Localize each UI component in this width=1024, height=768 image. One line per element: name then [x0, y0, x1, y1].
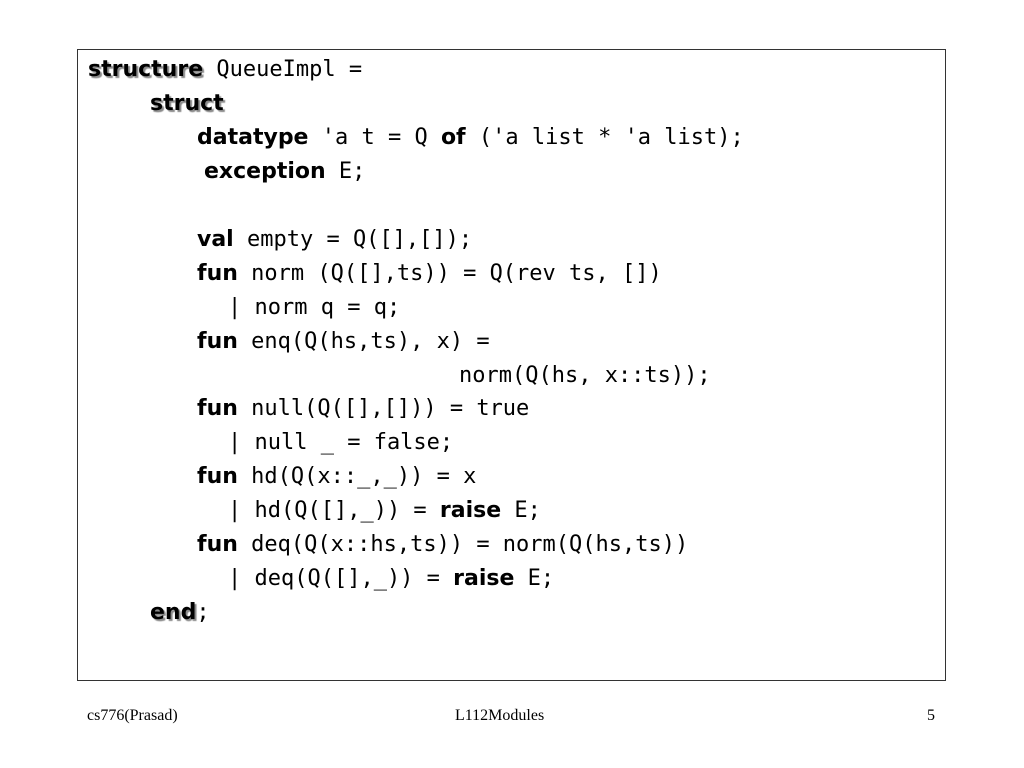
- keyword-raise: raise: [439, 498, 502, 523]
- code-text: QueueImpl =: [203, 57, 363, 82]
- keyword-of: of: [440, 125, 466, 150]
- keyword-fun: fun: [197, 261, 238, 286]
- code-line-6: fun norm (Q([],ts)) = Q(rev ts, []): [197, 257, 662, 291]
- code-line-10: fun null(Q([],[])) = true: [197, 392, 529, 426]
- code-line-11: | null _ = false;: [228, 426, 453, 460]
- code-text: | hd(Q([],_)) =: [228, 498, 440, 523]
- code-text: 'a t = Q: [308, 125, 441, 150]
- code-text: hd(Q(x::_,_)) = x: [237, 464, 477, 489]
- keyword-fun: fun: [197, 464, 238, 489]
- keyword-exception: exception: [204, 159, 326, 184]
- code-line-12: fun hd(Q(x::_,_)) = x: [197, 460, 476, 494]
- code-line-5: val empty = Q([],[]);: [197, 223, 472, 257]
- code-text: norm (Q([],ts)) = Q(rev ts, []): [237, 261, 662, 286]
- code-text: | null _ = false;: [228, 430, 454, 455]
- code-text: E;: [325, 159, 366, 184]
- keyword-fun: fun: [197, 396, 238, 421]
- keyword-fun: fun: [197, 532, 238, 557]
- keyword-struct: struct: [150, 91, 224, 116]
- code-text: norm(Q(hs, x::ts));: [459, 363, 711, 388]
- code-text: E;: [514, 566, 555, 591]
- code-text: ('a list * 'a list);: [465, 125, 744, 150]
- keyword-structure: structure: [88, 57, 204, 82]
- code-box: [77, 49, 946, 681]
- code-line-14: fun deq(Q(x::hs,ts)) = norm(Q(hs,ts)): [197, 528, 688, 562]
- page-number: 5: [927, 707, 935, 724]
- keyword-raise: raise: [453, 566, 515, 591]
- keyword-val: val: [197, 227, 234, 252]
- footer-center: L112Modules: [455, 707, 545, 724]
- code-line-9: norm(Q(hs, x::ts));: [459, 359, 711, 393]
- code-text: deq(Q(x::hs,ts)) = norm(Q(hs,ts)): [237, 532, 689, 557]
- code-line-3: datatype 'a t = Q of ('a list * 'a list)…: [197, 121, 744, 155]
- footer-left: cs776(Prasad): [87, 707, 178, 724]
- code-line-8: fun enq(Q(hs,ts), x) =: [197, 325, 490, 359]
- code-line-4: exception E;: [204, 155, 365, 189]
- code-line-16: end;: [150, 596, 210, 630]
- code-text: | deq(Q([],_)) =: [228, 566, 454, 591]
- code-text: null(Q([],[])) = true: [237, 396, 530, 421]
- code-line-1: structure QueueImpl =: [88, 53, 362, 87]
- code-line-15: | deq(Q([],_)) = raise E;: [228, 562, 554, 596]
- code-text: | norm q = q;: [228, 295, 401, 320]
- keyword-fun: fun: [197, 329, 238, 354]
- code-line-13: | hd(Q([],_)) = raise E;: [228, 494, 541, 528]
- code-line-7: | norm q = q;: [228, 291, 400, 325]
- keyword-datatype: datatype: [197, 125, 309, 150]
- code-line-2: struct: [150, 87, 224, 121]
- code-text: ;: [196, 600, 210, 625]
- code-text: enq(Q(hs,ts), x) =: [237, 329, 490, 354]
- keyword-end: end: [150, 600, 197, 625]
- code-text: empty = Q([],[]);: [233, 227, 473, 252]
- code-text: E;: [501, 498, 541, 523]
